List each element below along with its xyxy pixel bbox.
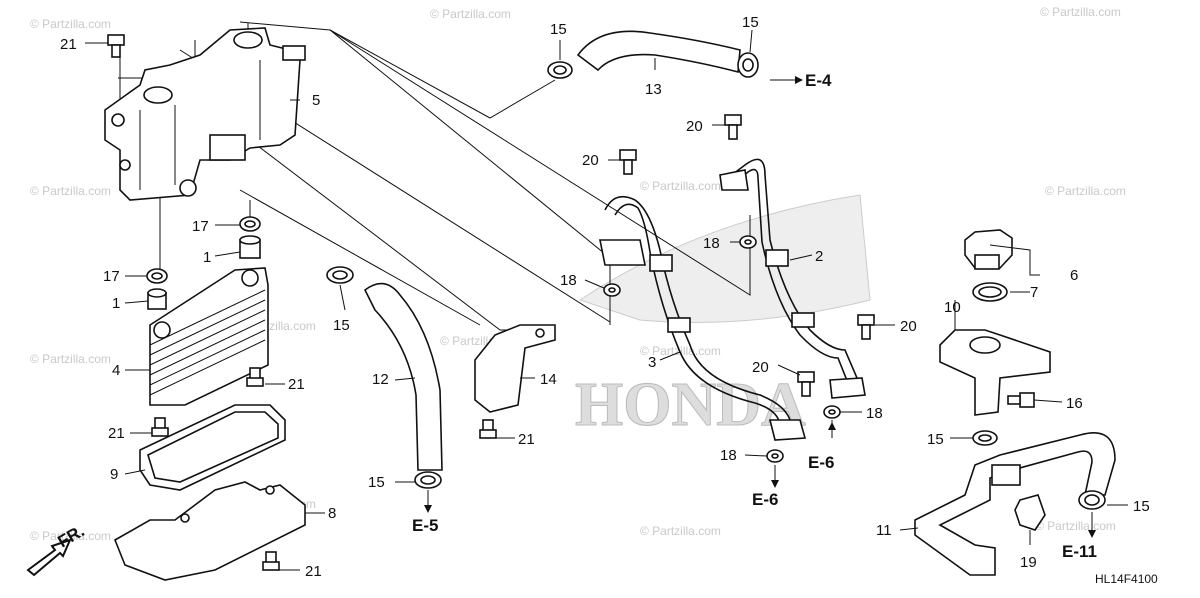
clamp-15-hose13-left[interactable] — [547, 61, 573, 79]
pipe-2[interactable] — [719, 158, 866, 399]
o-ring-7[interactable] — [972, 282, 1008, 302]
callout-leaders — [85, 29, 1128, 571]
callout-21: 21 — [108, 425, 125, 442]
callout-6: 6 — [1070, 267, 1078, 284]
watermark: © Partzilla.com — [640, 524, 721, 538]
callout-15: 15 — [550, 21, 567, 38]
callout-1: 1 — [112, 295, 120, 312]
callout-15: 15 — [1133, 498, 1150, 515]
pipe-3[interactable] — [599, 195, 807, 441]
callout-14: 14 — [540, 371, 557, 388]
clamp-15-hose12-bottom[interactable] — [414, 471, 442, 489]
washer-18-a[interactable] — [603, 283, 621, 297]
callout-1: 1 — [203, 249, 211, 266]
bolt-21-left[interactable] — [151, 417, 169, 437]
washer-18-c[interactable] — [823, 405, 841, 419]
bolt-21-bottom[interactable] — [262, 551, 280, 571]
gasket-9[interactable] — [139, 404, 286, 491]
callout-13: 13 — [645, 81, 662, 98]
callouts: 21 5 17 1 17 1 4 21 21 9 8 21 15 12 14 2… — [60, 14, 1158, 586]
clamp-15-hose11-right[interactable] — [1078, 490, 1106, 510]
washer-18-d[interactable] — [766, 449, 784, 463]
callout-15: 15 — [333, 317, 350, 334]
callout-15: 15 — [927, 431, 944, 448]
callout-5: 5 — [312, 92, 320, 109]
watermark: © Partzilla.com — [30, 352, 111, 366]
bolt-21-cooler[interactable] — [246, 367, 264, 387]
callout-21: 21 — [518, 431, 535, 448]
oil-cooler-case[interactable] — [104, 27, 306, 201]
callout-20: 20 — [686, 118, 703, 135]
cover-plate-8[interactable] — [113, 481, 306, 581]
brand-logo: HONDA — [575, 194, 871, 440]
watermark: © Partzilla.com — [1040, 5, 1121, 19]
callout-7: 7 — [1030, 284, 1038, 301]
callout-18: 18 — [866, 405, 883, 422]
clamp-15-hose13-right[interactable] — [737, 52, 759, 78]
hose-13[interactable] — [576, 30, 741, 74]
watermark: © Partzilla.com — [1045, 184, 1126, 198]
o-ring-17-lower[interactable] — [146, 268, 168, 284]
callout-8: 8 — [328, 505, 336, 522]
callout-20: 20 — [900, 318, 917, 335]
reference-arrows — [424, 76, 1096, 538]
bolt-21-top[interactable] — [107, 34, 125, 58]
watermark: © Partzilla.com — [640, 179, 721, 193]
callout-9: 9 — [110, 466, 118, 483]
washer-18-b[interactable] — [739, 235, 757, 249]
callout-16: 16 — [1066, 395, 1083, 412]
clamp-15-hose11-top[interactable] — [972, 430, 998, 446]
bracket-14[interactable] — [474, 324, 556, 413]
callout-21: 21 — [305, 563, 322, 580]
callout-15: 15 — [368, 474, 385, 491]
callout-18: 18 — [720, 447, 737, 464]
hose-11[interactable] — [914, 432, 1116, 576]
clip-19[interactable] — [1014, 494, 1046, 531]
reference-e5: E-5 — [412, 516, 438, 535]
callout-4: 4 — [112, 362, 120, 379]
reference-e4: E-4 — [805, 71, 832, 90]
callout-17: 17 — [192, 218, 209, 235]
callout-21: 21 — [60, 36, 77, 53]
callout-3: 3 — [648, 354, 656, 371]
callout-19: 19 — [1020, 554, 1037, 571]
filler-neck-10[interactable] — [939, 329, 1051, 416]
filler-cap-6[interactable] — [964, 229, 1013, 270]
callout-10: 10 — [944, 299, 961, 316]
clamp-15-hose12-top[interactable] — [326, 266, 354, 284]
reference-e11: E-11 — [1062, 542, 1097, 561]
callout-20: 20 — [752, 359, 769, 376]
callout-15: 15 — [742, 14, 759, 31]
bolt-20-d[interactable] — [797, 371, 815, 397]
callout-17: 17 — [103, 268, 120, 285]
watermarks: © Partzilla.com © Partzilla.com © Partzi… — [30, 5, 1126, 543]
collar-1-upper[interactable] — [239, 235, 261, 259]
bolt-16[interactable] — [1007, 392, 1035, 408]
callout-21: 21 — [288, 376, 305, 393]
callout-12: 12 — [372, 371, 389, 388]
collar-1-lower[interactable] — [147, 288, 167, 310]
reference-e6: E-6 — [752, 490, 778, 509]
hose-12[interactable] — [363, 282, 443, 471]
watermark: © Partzilla.com — [30, 184, 111, 198]
bolt-20-c[interactable] — [857, 314, 875, 340]
watermark: © Partzilla.com — [430, 7, 511, 21]
bolt-21-bracket[interactable] — [479, 419, 497, 439]
callout-18: 18 — [560, 272, 577, 289]
diagram-code: HL14F4100 — [1095, 572, 1158, 586]
callout-2: 2 — [815, 248, 823, 265]
oil-cooler-core[interactable] — [149, 267, 269, 406]
brand-logo-text: HONDA — [575, 371, 806, 439]
callout-18: 18 — [703, 235, 720, 252]
o-ring-17-upper[interactable] — [239, 216, 261, 232]
callout-20: 20 — [582, 152, 599, 169]
bolt-20-a[interactable] — [619, 149, 637, 175]
watermark: © Partzilla.com — [30, 17, 111, 31]
bolt-20-b[interactable] — [724, 114, 742, 140]
watermark: © Partzilla.com — [1035, 519, 1116, 533]
callout-11: 11 — [876, 522, 892, 539]
reference-e6: E-6 — [808, 453, 834, 472]
watermark: © Partzilla.com — [30, 529, 111, 543]
